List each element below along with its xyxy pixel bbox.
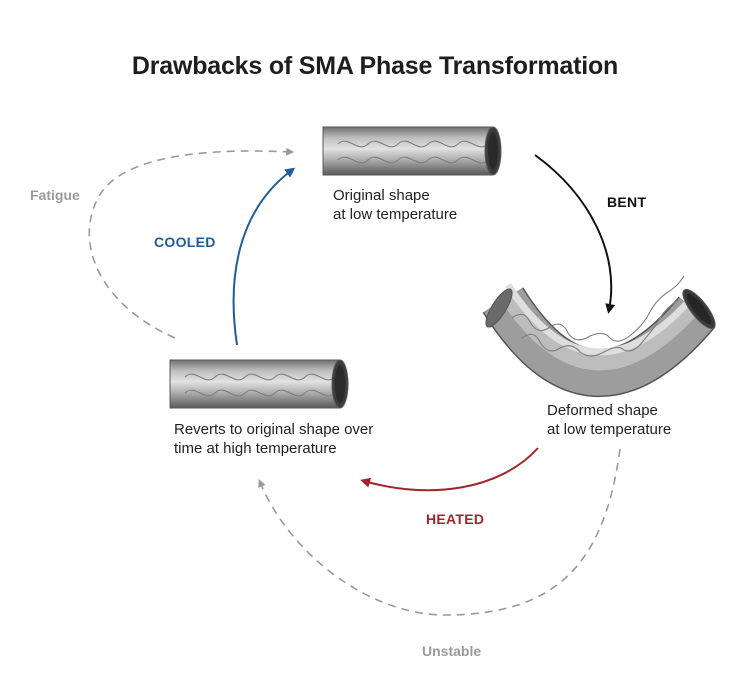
diagram-title: Drawbacks of SMA Phase Transformation — [131, 52, 619, 80]
unstable-arrow — [258, 448, 621, 616]
heated-arrow — [360, 447, 539, 492]
deformed-shape-caption-line1: Deformed shape — [547, 402, 658, 419]
deformed-shape-tube — [482, 275, 716, 398]
deformed-shape-caption: Deformed shape at low temperature — [547, 401, 671, 439]
deformed-shape-caption-line2: at low temperature — [547, 421, 672, 438]
bent-label: BENT — [607, 194, 647, 210]
fatigue-label: Fatigue — [30, 187, 80, 203]
original-shape-caption-line1: Original shape — [333, 187, 430, 204]
reverted-shape-tube — [169, 359, 349, 409]
heated-label: HEATED — [426, 511, 485, 527]
reverted-shape-caption: Reverts to original shape over time at h… — [174, 420, 373, 458]
reverted-shape-caption-line1: Reverts to original shape over — [174, 421, 374, 438]
original-shape-caption: Original shape at low temperature — [333, 186, 457, 224]
cooled-arrow — [232, 167, 296, 346]
fatigue-arrow — [88, 147, 295, 339]
reverted-shape-caption-line2: time at high temperature — [174, 440, 337, 457]
bent-arrow — [534, 154, 616, 314]
unstable-label: Unstable — [422, 643, 482, 659]
cooled-label: COOLED — [154, 234, 216, 250]
original-shape-caption-line2: at low temperature — [333, 206, 458, 223]
original-shape-tube — [322, 126, 502, 176]
